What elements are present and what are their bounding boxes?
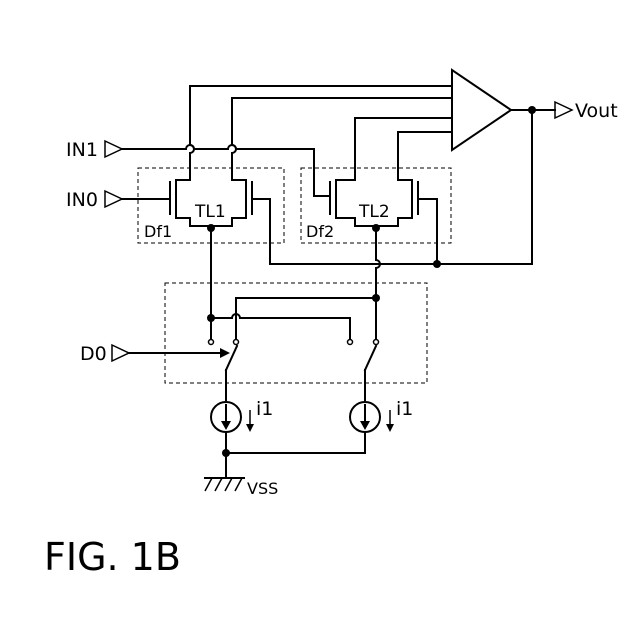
in0-label: IN0 <box>66 189 98 211</box>
tl2-label: TL2 <box>358 202 390 222</box>
d0-terminal <box>112 345 129 361</box>
switch-network <box>207 294 380 400</box>
df1-label: Df1 <box>144 222 172 241</box>
current-source-right <box>350 402 380 453</box>
current-source-left <box>211 402 241 453</box>
amplifier <box>452 70 511 150</box>
amp-input-4 <box>398 132 452 180</box>
df1-transistors <box>162 180 270 316</box>
in1-terminal <box>105 141 122 157</box>
i1-left-label: i1 <box>256 398 273 420</box>
amp-input-3 <box>355 118 452 180</box>
ground-symbol <box>205 478 244 491</box>
in1-wire <box>122 145 330 196</box>
in0-terminal <box>105 191 122 207</box>
i1-right-label: i1 <box>396 398 413 420</box>
i1-left-arrow <box>246 410 254 432</box>
in1-label: IN1 <box>66 139 98 161</box>
d0-label: D0 <box>80 343 107 365</box>
figure-caption: FIG. 1B <box>44 535 181 579</box>
vss-label: VSS <box>247 479 278 498</box>
i1-right-arrow <box>386 410 394 432</box>
df2-label: Df2 <box>306 222 334 241</box>
vout-label: Vout <box>575 100 618 122</box>
df2-transistors <box>330 180 441 298</box>
vout-terminal <box>555 102 572 118</box>
d0-arrowhead <box>220 348 230 358</box>
tl1-label: TL1 <box>194 202 226 222</box>
